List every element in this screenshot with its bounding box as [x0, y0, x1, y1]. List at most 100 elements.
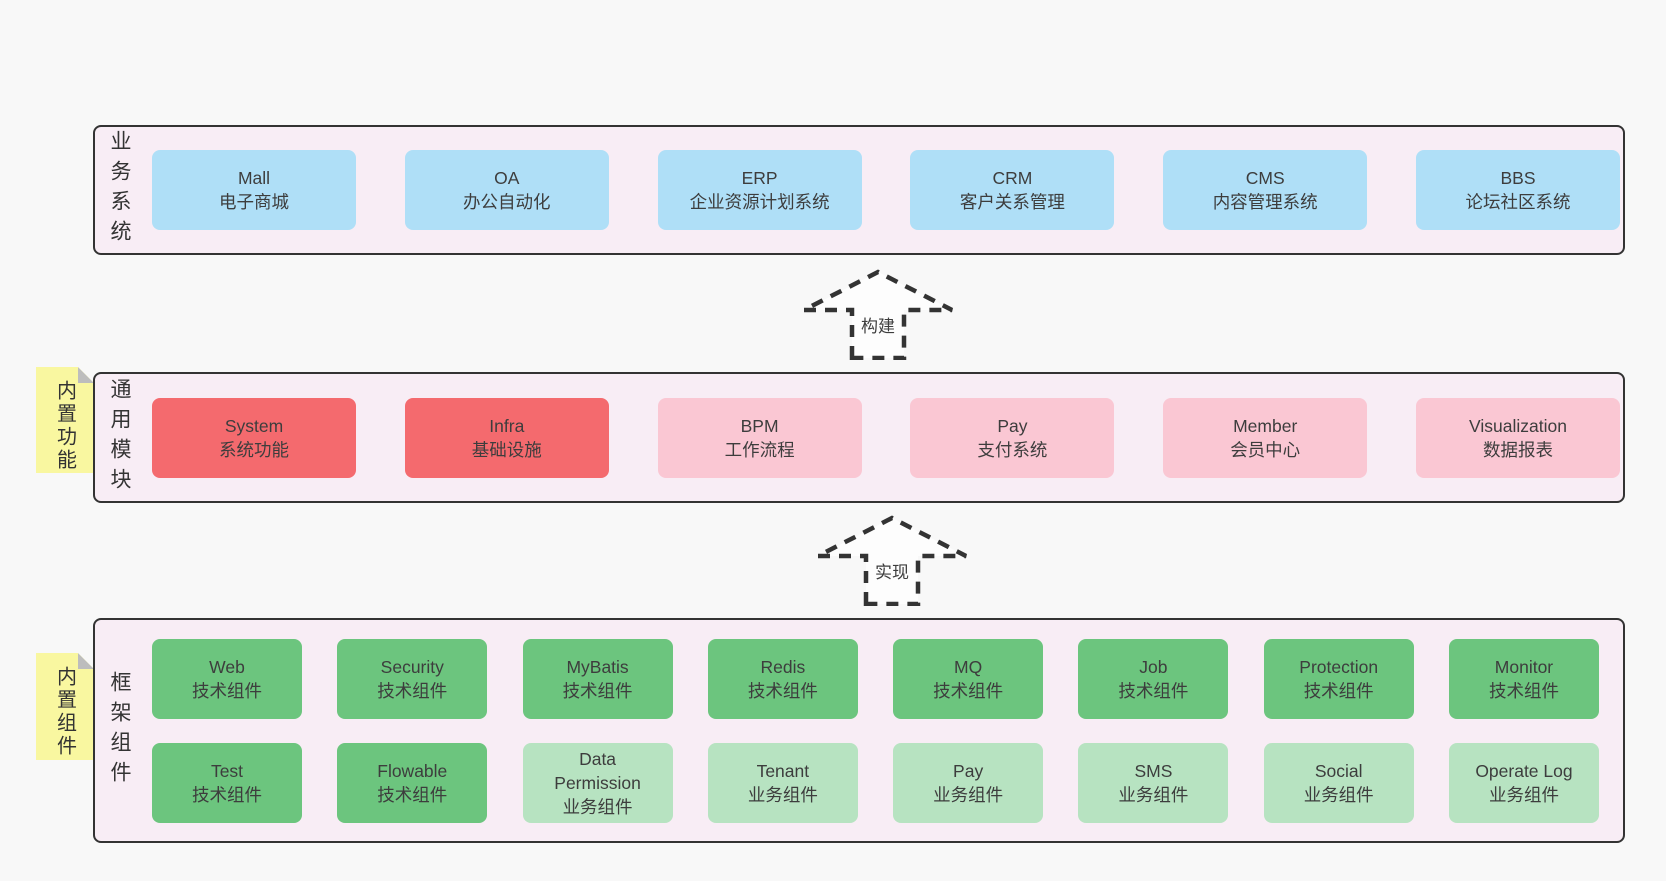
box-cms: CMS 内容管理系统 [1163, 150, 1368, 230]
band-framework-components: 框架组件 Web 技术组件 Security 技术组件 MyBatis 技术组件… [93, 618, 1625, 843]
implement-arrow: 实现 [814, 514, 970, 606]
box-title: ERP [741, 168, 778, 188]
build-arrow-label: 构建 [861, 317, 895, 336]
box-subtitle: 技术组件 [933, 680, 1004, 701]
box-flowable: Flowable 技术组件 [337, 742, 488, 823]
box-title: OA [494, 168, 520, 188]
dashed-up-arrow-icon [802, 269, 954, 360]
box-subtitle: 技术组件 [747, 680, 818, 701]
box-security: Security 技术组件 [337, 638, 488, 719]
box-pay-biz: Pay 业务组件 [893, 742, 1044, 823]
box-subtitle: 论坛社区系统 [1465, 192, 1571, 212]
box-title: Visualization [1469, 415, 1567, 436]
box-title: Infra [489, 415, 525, 436]
framework-components-row-2: Test 技术组件 Flowable 技术组件 Data Permission … [152, 742, 1599, 823]
box-title: Mall [237, 168, 271, 188]
box-title: BBS [1500, 168, 1536, 188]
box-title: Tenant [756, 760, 810, 781]
box-title: MQ [954, 656, 983, 677]
box-member: Member 会员中心 [1163, 397, 1368, 478]
box-monitor: Monitor 技术组件 [1448, 638, 1599, 719]
band-common-modules-label: 通用模块 [108, 377, 131, 498]
band-business-systems-label: 业务系统 [108, 130, 131, 250]
box-infra: Infra 基础设施 [404, 397, 609, 478]
implement-arrow-label: 实现 [875, 563, 909, 582]
box-system: System 系统功能 [152, 397, 356, 478]
box-tenant: Tenant 业务组件 [707, 742, 858, 823]
box-subtitle: 技术组件 [1488, 680, 1559, 701]
sticky-note-text: 内置组件 [53, 666, 76, 758]
box-title: Pay [953, 760, 984, 781]
box-subtitle: 技术组件 [377, 680, 448, 701]
sticky-note-builtin-components: 内置组件 [36, 653, 94, 760]
box-web: Web 技术组件 [152, 638, 302, 719]
common-modules-row: System 系统功能 Infra 基础设施 BPM 工作流程 Pay 支付系统… [152, 374, 1620, 501]
box-title: System [224, 415, 284, 436]
box-title: Member [1233, 415, 1298, 436]
box-subtitle: 业务组件 [1118, 784, 1189, 805]
framework-components-rows: Web 技术组件 Security 技术组件 MyBatis 技术组件 Redi… [152, 620, 1599, 841]
box-subtitle: 系统功能 [219, 439, 289, 460]
box-title: SMS [1134, 760, 1173, 781]
box-social: Social 业务组件 [1263, 742, 1414, 823]
box-title: CRM [992, 168, 1033, 188]
box-bbs: BBS 论坛社区系统 [1415, 150, 1620, 230]
box-subtitle: 技术组件 [192, 680, 262, 701]
box-subtitle: 会员中心 [1230, 439, 1301, 460]
box-title: BPM [740, 415, 779, 436]
box-title: Security [380, 656, 444, 677]
box-title: Operate Log [1475, 760, 1573, 781]
box-title: Test [210, 760, 244, 781]
box-subtitle: 客户关系管理 [959, 192, 1065, 212]
box-mybatis: MyBatis 技术组件 [522, 638, 673, 719]
box-title: Job [1139, 656, 1168, 677]
box-bpm: BPM 工作流程 [657, 397, 862, 478]
box-title: Monitor [1494, 656, 1554, 677]
box-title: Pay [997, 415, 1028, 436]
box-subtitle: 内容管理系统 [1212, 192, 1318, 212]
band-framework-components-label: 框架组件 [108, 670, 131, 791]
box-subtitle: 办公自动化 [463, 192, 551, 212]
box-subtitle: 技术组件 [1118, 680, 1189, 701]
box-subtitle: 数据报表 [1482, 439, 1553, 460]
box-subtitle: 业务组件 [747, 784, 818, 805]
box-title: Protection [1299, 656, 1379, 677]
box-subtitle: 技术组件 [192, 784, 262, 805]
band-common-modules: 通用模块 System 系统功能 Infra 基础设施 BPM 工作流程 Pay… [93, 372, 1625, 503]
band-business-systems: 业务系统 Mall 电子商城 OA 办公自动化 ERP 企业资源计划系统 CRM… [93, 125, 1625, 255]
box-oa: OA 办公自动化 [404, 150, 609, 230]
box-mall: Mall 电子商城 [152, 150, 356, 230]
sticky-note-text: 内置功能 [53, 380, 76, 472]
box-title: CMS [1245, 168, 1285, 188]
box-title: Social [1314, 760, 1363, 781]
box-protection: Protection 技术组件 [1263, 638, 1414, 719]
framework-components-row-1: Web 技术组件 Security 技术组件 MyBatis 技术组件 Redi… [152, 638, 1599, 719]
dashed-up-arrow-icon [816, 515, 968, 606]
box-crm: CRM 客户关系管理 [910, 150, 1115, 230]
box-title: Data Permission [554, 748, 641, 793]
box-title: Web [209, 656, 245, 677]
box-title: MyBatis [566, 656, 629, 677]
box-visualization: Visualization 数据报表 [1415, 397, 1620, 478]
box-subtitle: 技术组件 [1303, 680, 1374, 701]
business-systems-row: Mall 电子商城 OA 办公自动化 ERP 企业资源计划系统 CRM 客户关系… [152, 127, 1620, 253]
box-subtitle: 业务组件 [933, 784, 1004, 805]
sticky-note-builtin-features: 内置功能 [36, 367, 94, 473]
box-subtitle: 业务组件 [562, 796, 633, 817]
box-subtitle: 电子商城 [219, 192, 289, 212]
box-title: Redis [760, 656, 806, 677]
box-mq: MQ 技术组件 [893, 638, 1044, 719]
box-subtitle: 技术组件 [377, 784, 448, 805]
build-arrow: 构建 [800, 268, 956, 360]
box-sms: SMS 业务组件 [1078, 742, 1229, 823]
box-subtitle: 基础设施 [471, 439, 542, 460]
box-subtitle: 支付系统 [977, 439, 1048, 460]
box-operate-log: Operate Log 业务组件 [1448, 742, 1599, 823]
box-subtitle: 业务组件 [1488, 784, 1559, 805]
box-data-permission: Data Permission 业务组件 [522, 742, 673, 823]
box-subtitle: 技术组件 [562, 680, 633, 701]
box-job: Job 技术组件 [1078, 638, 1229, 719]
box-pay: Pay 支付系统 [910, 397, 1115, 478]
box-test: Test 技术组件 [152, 742, 302, 823]
